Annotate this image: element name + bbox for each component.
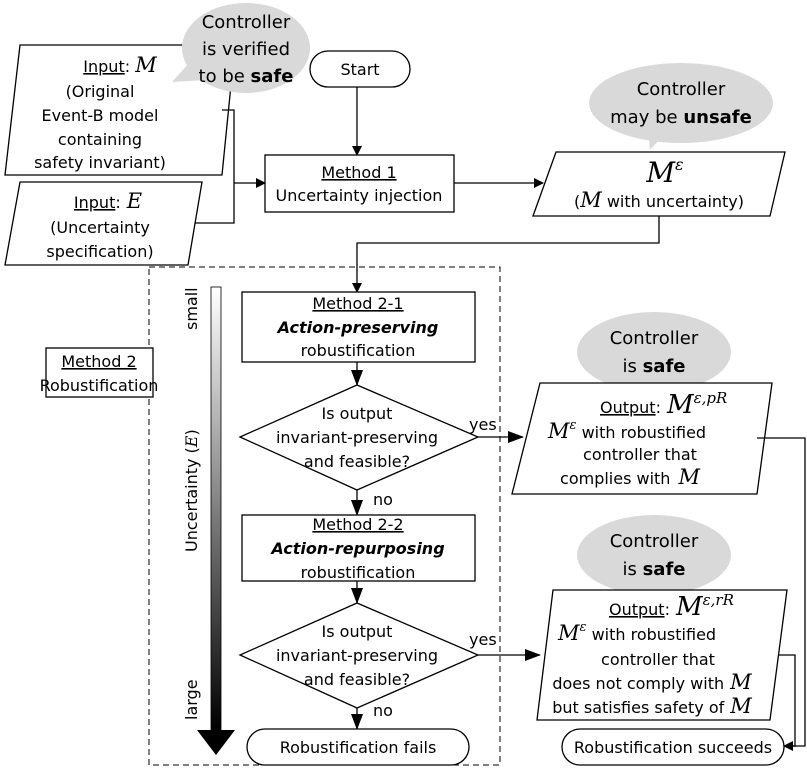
output1-label: Output — [600, 398, 656, 417]
decision2-diamond: Is output invariant-preserving and feasi… — [238, 602, 497, 720]
decision1-yes: yes — [469, 415, 497, 434]
input-m-line2: (Original — [66, 82, 135, 101]
svg-text:specification): specification) — [46, 242, 153, 261]
svg-text:Is output: Is output — [322, 404, 393, 423]
input-e-label: Input — [74, 193, 115, 212]
m-eps-parallelogram: Mε (M with uncertainty) — [532, 151, 786, 217]
svg-text:robustification: robustification — [301, 341, 416, 360]
svg-text:controller that: controller that — [583, 445, 697, 464]
output2-parallelogram: Output:Mε,rR Mε with robustified control… — [536, 589, 788, 721]
svg-text:Uncertainty injection: Uncertainty injection — [276, 186, 443, 205]
svg-text:and feasible?: and feasible? — [304, 452, 410, 471]
input-m-symbol: M — [134, 53, 157, 77]
input-m-label: Input — [83, 57, 124, 76]
start-terminal: Start — [309, 50, 411, 88]
input-e-parallelogram: Input:E (Uncertainty specification) — [4, 181, 203, 266]
svg-text:(M with uncertainty): (M with uncertainty) — [574, 188, 744, 212]
input-e-symbol: E — [126, 189, 142, 213]
svg-text:controller that: controller that — [601, 650, 715, 669]
svg-text:is safe: is safe — [622, 356, 685, 377]
decision2-no: no — [373, 701, 393, 720]
output2-label: Output — [609, 600, 665, 619]
svg-text:Action-preserving: Action-preserving — [276, 318, 439, 337]
uncertainty-axis: small large Uncertainty (E) — [182, 286, 235, 755]
svg-text:Controller: Controller — [202, 12, 291, 33]
bubble-safe-1: Controller is safe — [577, 312, 731, 397]
svg-text:Method 2-1: Method 2-1 — [312, 294, 403, 313]
decision1-diamond: Is output invariant-preserving and feasi… — [238, 384, 497, 509]
svg-text:Is output: Is output — [322, 622, 393, 641]
method1-box: Method 1 Uncertainty injection — [264, 154, 455, 213]
svg-text:and feasible?: and feasible? — [304, 670, 410, 689]
input-m-line5: safety invariant) — [34, 153, 166, 172]
svg-text:Mε with robustified: Mε with robustified — [547, 418, 706, 443]
svg-text:Method 1: Method 1 — [321, 163, 396, 182]
uncertainty-arrowhead — [197, 730, 235, 755]
method2-box: Method 2 Robustification — [40, 347, 159, 398]
svg-text:Input: M: Input: M — [83, 53, 157, 77]
uncertainty-axis-label: Uncertainty (E) — [182, 429, 201, 552]
bubble-verified-safe: Controller is verified to be safe — [172, 3, 310, 93]
svg-text:may be unsafe: may be unsafe — [610, 107, 752, 128]
svg-text:invariant-preserving: invariant-preserving — [276, 428, 438, 447]
svg-text:Start: Start — [340, 60, 379, 79]
svg-text:Method 2-2: Method 2-2 — [312, 515, 403, 534]
output1-parallelogram: Output:Mε,pR Mε with robustified control… — [511, 382, 773, 495]
svg-text:Controller: Controller — [637, 79, 726, 100]
method2-1-box: Method 2-1 Action-preserving robustifica… — [241, 291, 476, 363]
svg-text:Mε: Mε — [645, 155, 683, 189]
input-m-parallelogram: Input: M (Original Event-B model contain… — [4, 44, 236, 176]
uncertainty-gradient-bar — [210, 286, 222, 731]
svg-text:is safe: is safe — [622, 559, 685, 580]
svg-text:Robustification fails: Robustification fails — [280, 738, 437, 757]
svg-text:Output:Mε,rR: Output:Mε,rR — [609, 591, 734, 622]
bubble-unsafe: Controller may be unsafe — [589, 63, 773, 150]
uncertainty-large-label: large — [182, 679, 201, 720]
input-m-line4: containing — [58, 130, 142, 149]
svg-text:Controller: Controller — [610, 531, 699, 552]
svg-text:Output:Mε,pR: Output:Mε,pR — [600, 389, 727, 420]
uncertainty-small-label: small — [182, 287, 201, 330]
svg-text:but satisfies safety ofM: but satisfies safety ofM — [552, 694, 752, 718]
bubble-safe-2: Controller is safe — [577, 515, 731, 598]
svg-text:Robustification succeeds: Robustification succeeds — [574, 738, 772, 757]
method2-2-box: Method 2-2 Action-repurposing robustific… — [241, 514, 476, 582]
svg-text:Mε with robustified: Mε with robustified — [557, 620, 716, 645]
svg-text:Robustification: Robustification — [40, 376, 159, 395]
decision2-yes: yes — [469, 630, 497, 649]
svg-text:Method 2: Method 2 — [61, 352, 136, 371]
svg-text:is verified: is verified — [202, 39, 290, 60]
svg-text:robustification: robustification — [301, 563, 416, 582]
svg-text:Input:E: Input:E — [74, 189, 142, 213]
input-m-line3: Event-B model — [42, 106, 159, 125]
svg-text:Action-repurposing: Action-repurposing — [269, 539, 444, 558]
decision1-no: no — [373, 490, 393, 509]
svg-text:to be safe: to be safe — [199, 66, 294, 87]
robustification-succeeds-terminal: Robustification succeeds — [561, 728, 785, 766]
robustification-fails-terminal: Robustification fails — [246, 728, 470, 766]
svg-text:Controller: Controller — [610, 328, 699, 349]
svg-text:invariant-preserving: invariant-preserving — [276, 646, 438, 665]
m-eps-symbol: M — [645, 156, 676, 189]
svg-text:(Uncertainty: (Uncertainty — [50, 218, 150, 237]
